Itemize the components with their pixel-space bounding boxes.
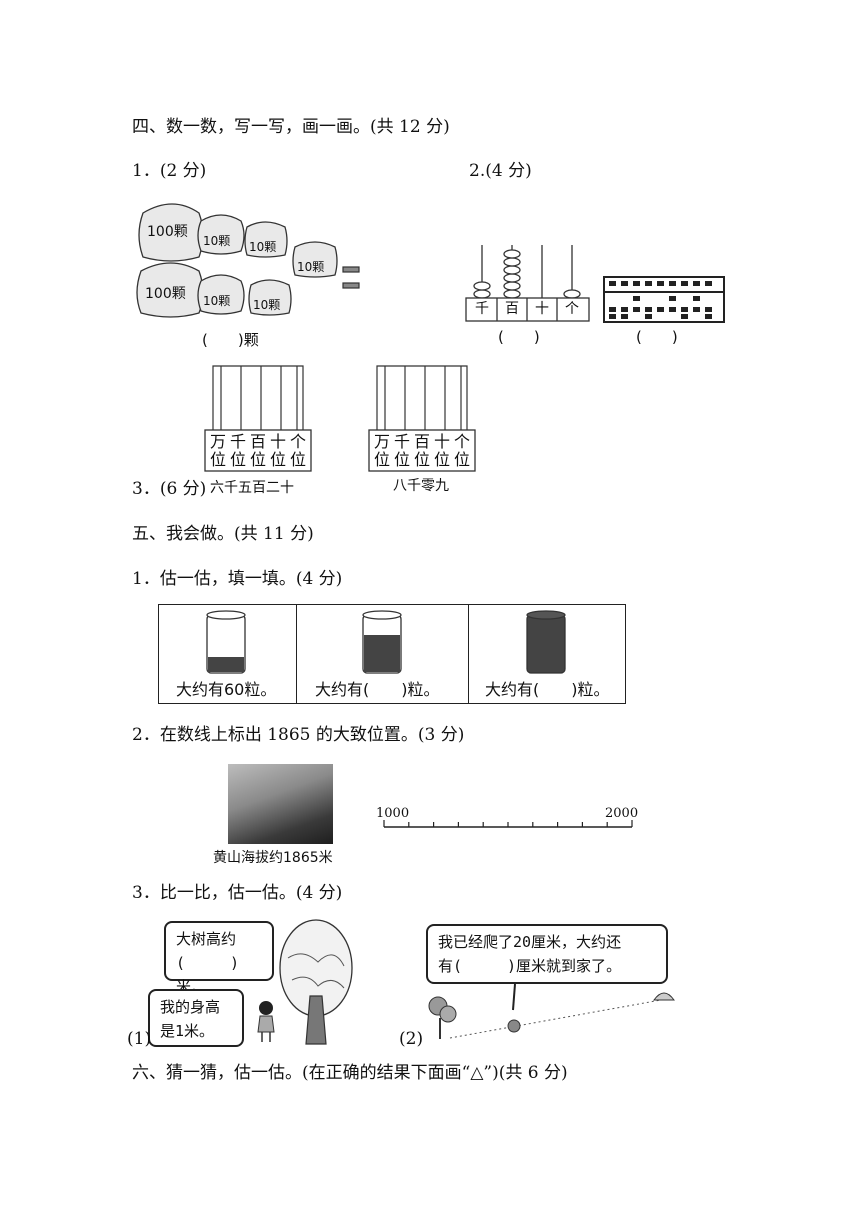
rod-label-ones: 个 xyxy=(565,301,579,317)
candy-bags-illustration: 100颗 10颗 10颗 10颗 100颗 10颗 10颗 xyxy=(135,195,365,325)
snail-bubble-line-2: 有( )厘米就到家了。 xyxy=(438,957,622,975)
counting-frame: 千 百 十 个 xyxy=(465,240,590,322)
child-bubble-line-2: 是1米。 xyxy=(160,1022,215,1040)
q1-answer-blank[interactable]: ( )颗 xyxy=(202,331,259,349)
place-board-a-rods xyxy=(204,365,312,472)
place-board-a: 万 千 百 十 个 位 位 位 位 位 xyxy=(204,362,312,472)
tree-bubble-line-1: 大树高约 xyxy=(176,930,237,948)
bags-drawing xyxy=(136,203,360,318)
board-a-place-5: 个 xyxy=(290,432,307,451)
tree-and-child-drawing xyxy=(257,919,353,1045)
board-a-unit-1: 位 xyxy=(210,450,227,469)
board-b-place-1: 万 xyxy=(374,432,391,451)
section-6-title: 六、猜一猜，估一估。(在正确的结果下面画“△”)(共 6 分) xyxy=(132,1063,568,1083)
board-b-caption: 八千零九 xyxy=(393,478,449,494)
board-b-place-5: 个 xyxy=(454,432,471,451)
board-a-caption: 六千五百二十 xyxy=(210,480,294,496)
board-a-place-4: 十 xyxy=(270,432,287,451)
place-board-b: 万 千 百 十 个 位 位 位 位 位 xyxy=(368,362,476,472)
jar-estimate-table: 大约有60粒。 大约有( )粒。 大约有( )粒。 xyxy=(158,604,626,704)
tree-height-bubble[interactable]: 大树高约 ( )米。 xyxy=(164,921,274,996)
photo-caption: 黄山海拔约1865米 xyxy=(213,850,333,866)
jar-2 xyxy=(362,610,402,674)
jar-cell-2: 大约有( )粒。 xyxy=(296,605,468,703)
q2-answer-b[interactable]: ( ) xyxy=(636,328,678,346)
suanpan-drawing xyxy=(603,276,725,323)
number-line[interactable] xyxy=(374,808,644,848)
child-height-bubble: 我的身高 是1米。 xyxy=(148,989,244,1047)
board-b-place-3: 百 xyxy=(414,432,431,451)
board-a-place-3: 百 xyxy=(250,432,267,451)
jar-3-text[interactable]: 大约有( )粒。 xyxy=(485,680,610,699)
rod-label-tens: 十 xyxy=(535,301,549,317)
s5-q3-label: 3．比一比，估一估。(4 分) xyxy=(132,883,343,903)
jar-1 xyxy=(206,610,246,674)
board-b-unit-4: 位 xyxy=(434,450,451,469)
snail-path-drawing xyxy=(428,983,675,1039)
board-a-unit-2: 位 xyxy=(230,450,247,469)
suanpan-abacus xyxy=(603,276,725,323)
bag-label-1: 100颗 xyxy=(147,224,188,240)
board-b-unit-3: 位 xyxy=(414,450,431,469)
board-b-unit-1: 位 xyxy=(374,450,391,469)
board-a-unit-5: 位 xyxy=(290,450,307,469)
section-5-title: 五、我会做。(共 11 分) xyxy=(132,524,314,544)
huangshan-photo xyxy=(228,764,333,844)
counting-frame-drawing xyxy=(465,245,590,322)
board-b-place-2: 千 xyxy=(394,432,411,451)
bag-label-4: 10颗 xyxy=(297,260,325,274)
number-line-start: 1000 xyxy=(376,806,410,821)
child-bubble-line-1: 我的身高 xyxy=(160,998,221,1016)
jar-cell-1: 大约有60粒。 xyxy=(159,605,296,703)
board-a-unit-3: 位 xyxy=(250,450,267,469)
rod-label-hundreds: 百 xyxy=(505,301,519,317)
place-board-b-rods xyxy=(368,365,476,472)
q2-answer-a[interactable]: ( ) xyxy=(498,328,540,346)
s5-q1-label: 1．估一估，填一填。(4 分) xyxy=(132,569,343,589)
board-b-place-4: 十 xyxy=(434,432,451,451)
bag-label-7: 10颗 xyxy=(253,298,281,312)
board-b-unit-5: 位 xyxy=(454,450,471,469)
jar-1-text: 大约有60粒。 xyxy=(176,680,277,699)
number-line-end: 2000 xyxy=(605,806,639,821)
board-a-unit-4: 位 xyxy=(270,450,287,469)
bag-label-6: 10颗 xyxy=(203,294,231,308)
jar-2-text[interactable]: 大约有( )粒。 xyxy=(315,680,440,699)
snail-bubble[interactable]: 我已经爬了20厘米，大约还 有( )厘米就到家了。 xyxy=(426,924,668,984)
part-2-number: (2) xyxy=(399,1029,424,1049)
snail-bubble-line-1: 我已经爬了20厘米，大约还 xyxy=(438,933,622,951)
rod-label-thousands: 千 xyxy=(475,301,489,317)
section-4-title: 四、数一数，写一写，画一画。(共 12 分) xyxy=(132,117,450,137)
board-b-unit-2: 位 xyxy=(394,450,411,469)
q3-label: 3．(6 分) xyxy=(132,479,207,499)
bag-label-5: 100颗 xyxy=(145,286,186,302)
board-a-place-2: 千 xyxy=(230,432,247,451)
board-a-place-1: 万 xyxy=(210,432,227,451)
jar-3 xyxy=(526,610,566,674)
jar-cell-3: 大约有( )粒。 xyxy=(468,605,625,703)
q2-label: 2.(4 分) xyxy=(469,161,532,181)
q1-label: 1．(2 分) xyxy=(132,161,207,181)
part-1-number: (1) xyxy=(127,1029,152,1049)
bag-label-2: 10颗 xyxy=(203,234,231,248)
s5-q2-label: 2．在数线上标出 1865 的大致位置。(3 分) xyxy=(132,725,465,745)
bag-label-3: 10颗 xyxy=(249,240,277,254)
